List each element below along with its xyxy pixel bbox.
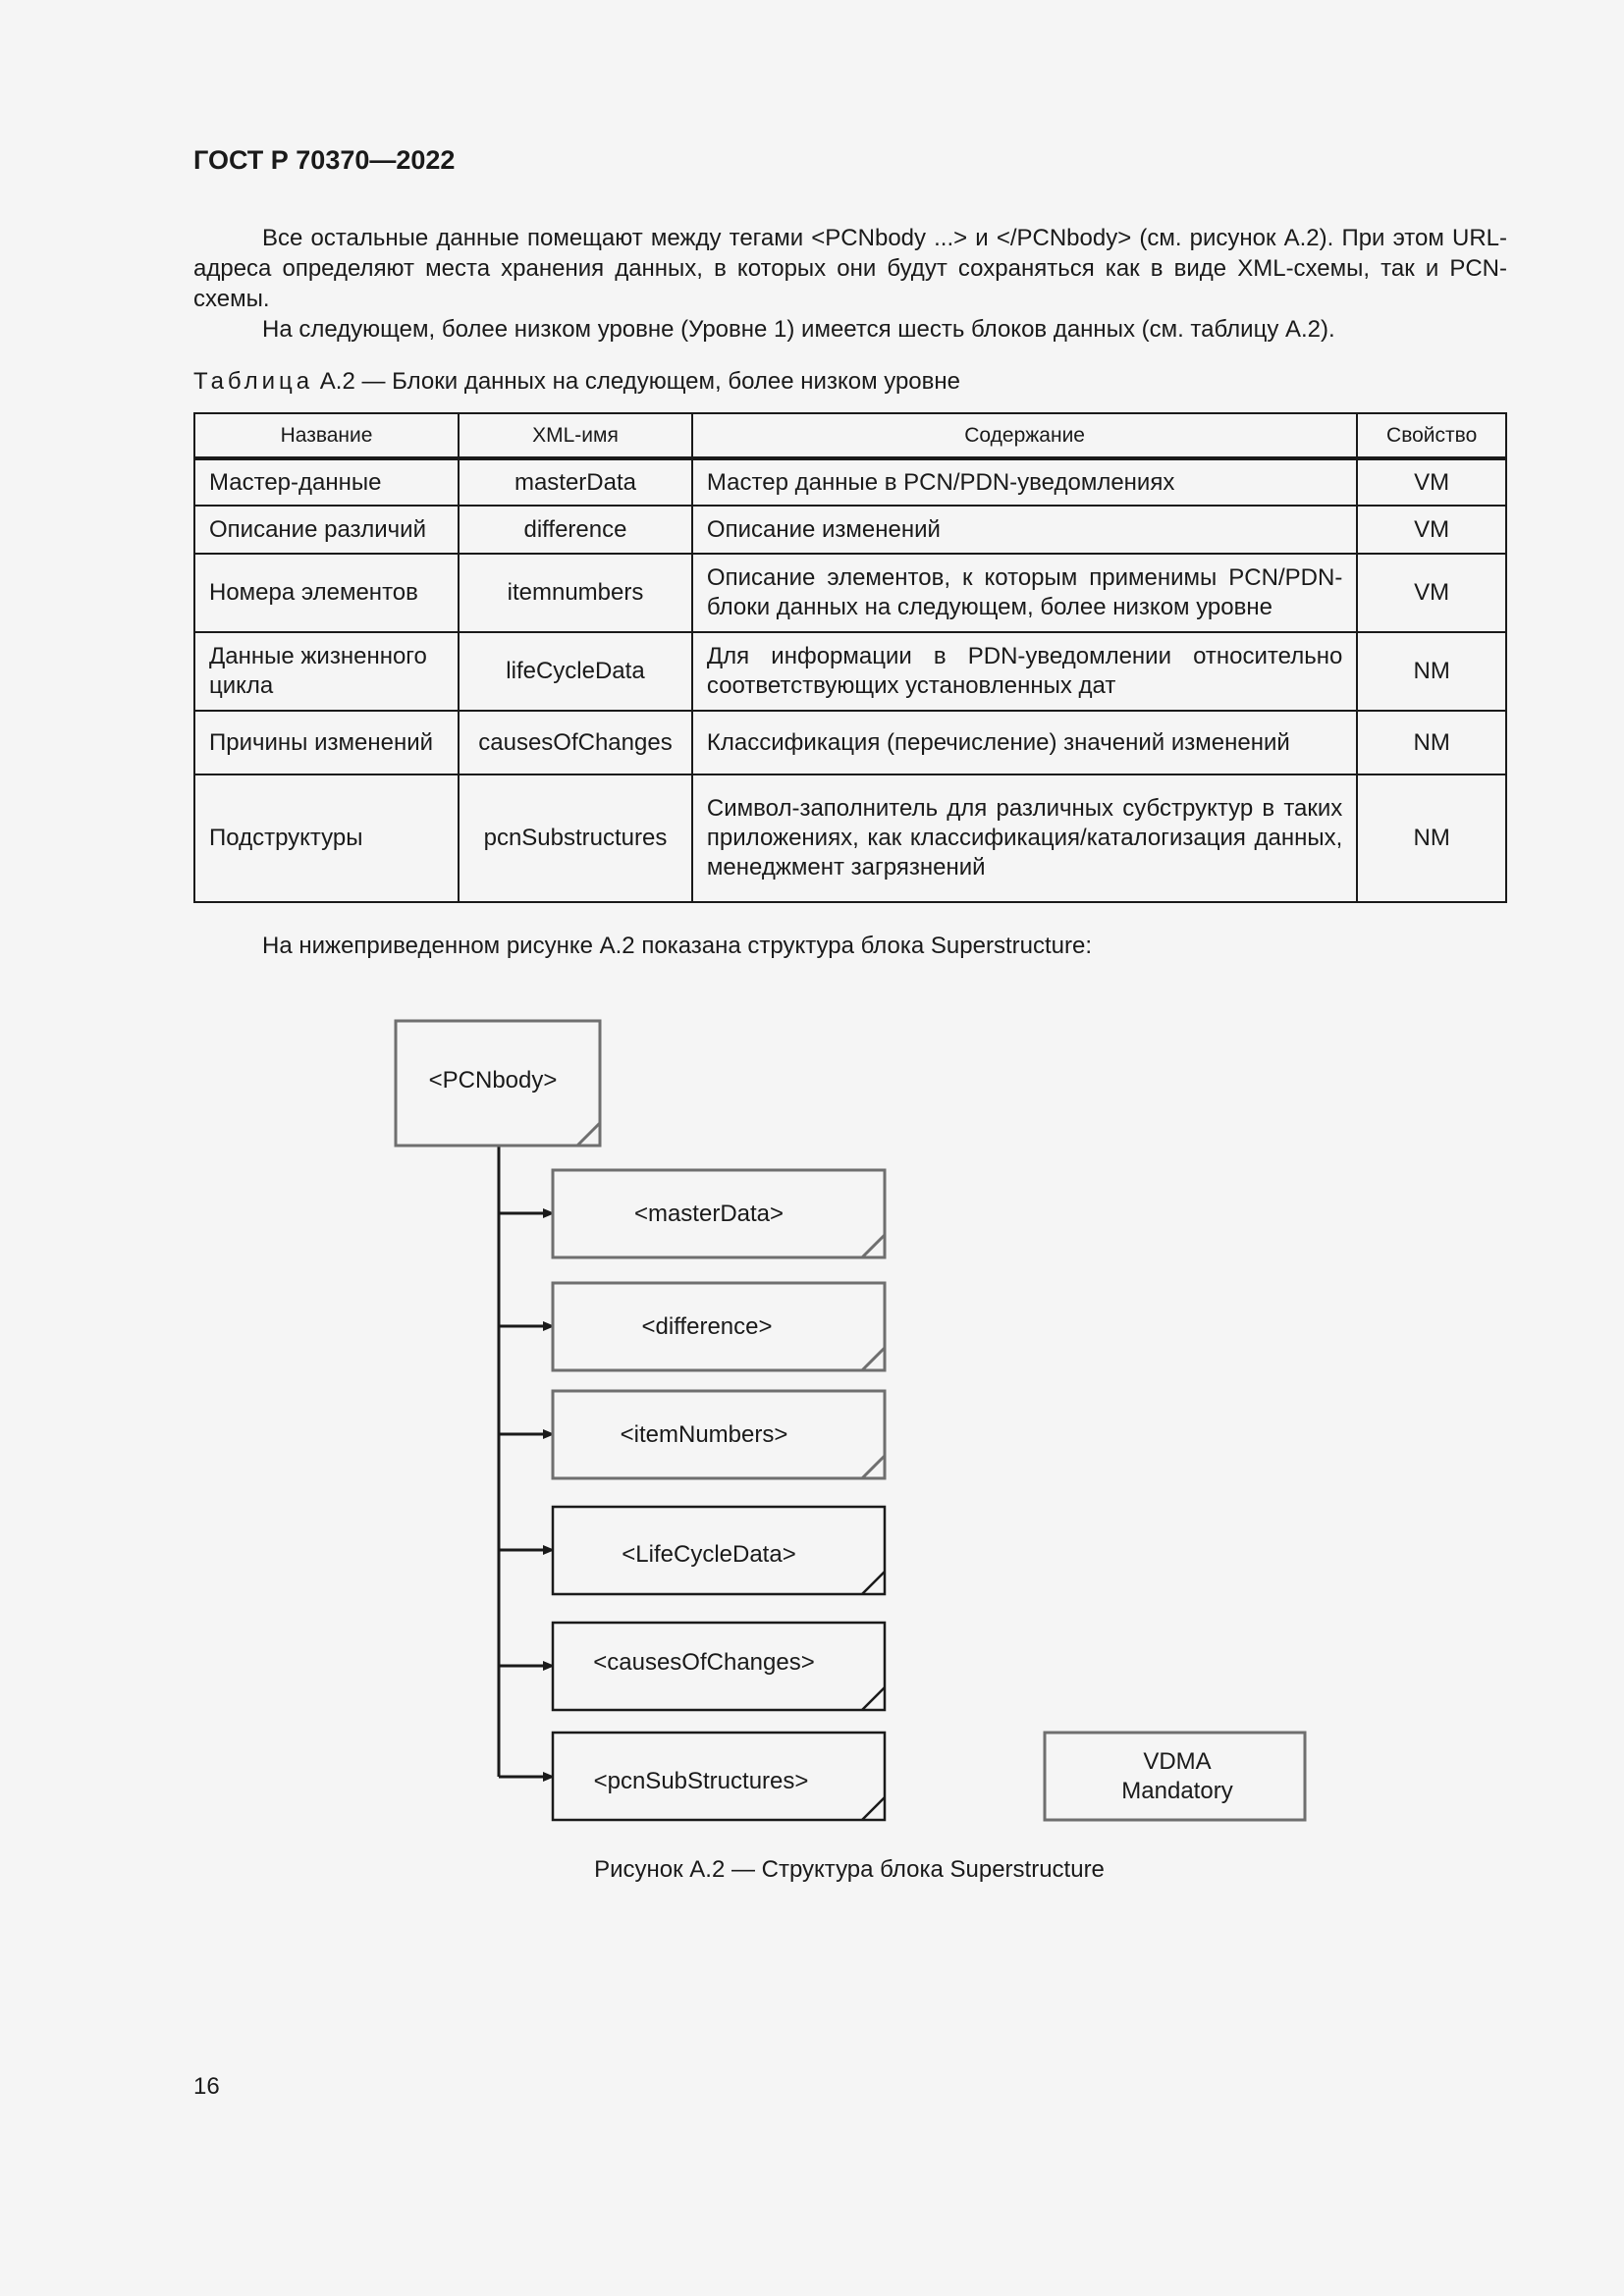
- legend-box: VDMA Mandatory: [1043, 1731, 1307, 1822]
- header-content: Содержание: [690, 412, 1359, 459]
- table-row: Описание различий difference Описание из…: [192, 505, 1507, 555]
- cell-content: Классификация (перечисление) значений из…: [690, 710, 1359, 775]
- cell-property: NM: [1356, 631, 1507, 712]
- data-blocks-table: Название XML-имя Содержание Свойство Мас…: [192, 412, 1507, 903]
- root-node-box: <PCNbody>: [394, 1019, 602, 1148]
- child-node-box: <itemNumbers>: [551, 1389, 887, 1480]
- table-header-row: Название XML-имя Содержание Свойство: [192, 412, 1507, 459]
- cell-property: NM: [1356, 774, 1507, 903]
- cell-name: Причины изменений: [192, 710, 460, 775]
- cell-property: VM: [1356, 553, 1507, 633]
- child-node-box: <causesOfChanges>: [551, 1621, 887, 1712]
- child-node-label: <LifeCycleData>: [622, 1541, 795, 1568]
- cell-xml-name: causesOfChanges: [458, 710, 693, 775]
- child-node-box: <difference>: [551, 1281, 887, 1372]
- cell-content: Описание изменений: [690, 505, 1359, 555]
- table-row: Мастер-данные masterData Мастер данные в…: [192, 457, 1507, 507]
- child-node-label: <masterData>: [634, 1201, 784, 1227]
- cell-xml-name: itemnumbers: [458, 553, 693, 633]
- table-caption-text: А.2 — Блоки данных на следующем, более н…: [313, 368, 961, 395]
- table-row: Причины изменений causesOfChanges Класси…: [192, 710, 1507, 775]
- cell-xml-name: pcnSubstructures: [458, 774, 693, 903]
- page-number: 16: [193, 2073, 220, 2100]
- child-node-label: <pcnSubStructures>: [594, 1768, 809, 1794]
- child-node-label: <difference>: [642, 1313, 773, 1340]
- cell-property: NM: [1356, 710, 1507, 775]
- child-node-label: <itemNumbers>: [621, 1421, 788, 1448]
- root-node-label: <PCNbody>: [429, 1067, 558, 1094]
- cell-content: Мастер данные в PCN/PDN-уведомлениях: [690, 457, 1359, 507]
- figure-caption: Рисунок А.2 — Структура блока Superstruc…: [594, 1856, 1105, 1883]
- paragraph-3: На нижеприведенном рисунке А.2 показана …: [262, 933, 1092, 959]
- cell-name: Мастер-данные: [192, 457, 460, 507]
- child-node-box: <LifeCycleData>: [551, 1505, 887, 1596]
- cell-name: Номера элементов: [192, 553, 460, 633]
- table-row: Номера элементов itemnumbers Описание эл…: [192, 553, 1507, 633]
- table-row: Подструктуры pcnSubstructures Символ-зап…: [192, 774, 1507, 903]
- table-row: Данные жизненного цикла lifeCycleData Дл…: [192, 631, 1507, 712]
- paragraph-1: Все остальные данные помещают между тега…: [193, 225, 1507, 312]
- cell-xml-name: lifeCycleData: [458, 631, 693, 712]
- cell-property: VM: [1356, 505, 1507, 555]
- child-node-box: <pcnSubStructures>: [551, 1731, 887, 1822]
- header-property: Свойство: [1356, 412, 1507, 459]
- document-header: ГОСТ Р 70370—2022: [193, 145, 456, 175]
- child-node-box: <masterData>: [551, 1168, 887, 1259]
- cell-content: Для информации в PDN-уведомлении относит…: [690, 631, 1359, 712]
- cell-content: Символ-заполнитель для различных субстру…: [690, 774, 1359, 903]
- cell-name: Данные жизненного цикла: [192, 631, 460, 712]
- cell-name: Подструктуры: [192, 774, 460, 903]
- legend-line-2: Mandatory: [1121, 1778, 1232, 1804]
- cell-property: VM: [1356, 457, 1507, 507]
- legend-line-1: VDMA: [1143, 1748, 1211, 1775]
- child-node-label: <causesOfChanges>: [593, 1649, 814, 1676]
- table-caption-label: Таблица: [193, 368, 314, 395]
- header-name: Название: [192, 412, 460, 459]
- table-caption: Таблица А.2 — Блоки данных на следующем,…: [193, 368, 960, 396]
- cell-name: Описание различий: [192, 505, 460, 555]
- paragraph-2: На следующем, более низком уровне (Уровн…: [262, 316, 1335, 343]
- superstructure-diagram: <PCNbody> <masterData> <difference> <ite…: [394, 1019, 1307, 1822]
- header-xml-name: XML-имя: [458, 412, 693, 459]
- cell-xml-name: masterData: [458, 457, 693, 507]
- cell-content: Описание элементов, к которым применимы …: [690, 553, 1359, 633]
- cell-xml-name: difference: [458, 505, 693, 555]
